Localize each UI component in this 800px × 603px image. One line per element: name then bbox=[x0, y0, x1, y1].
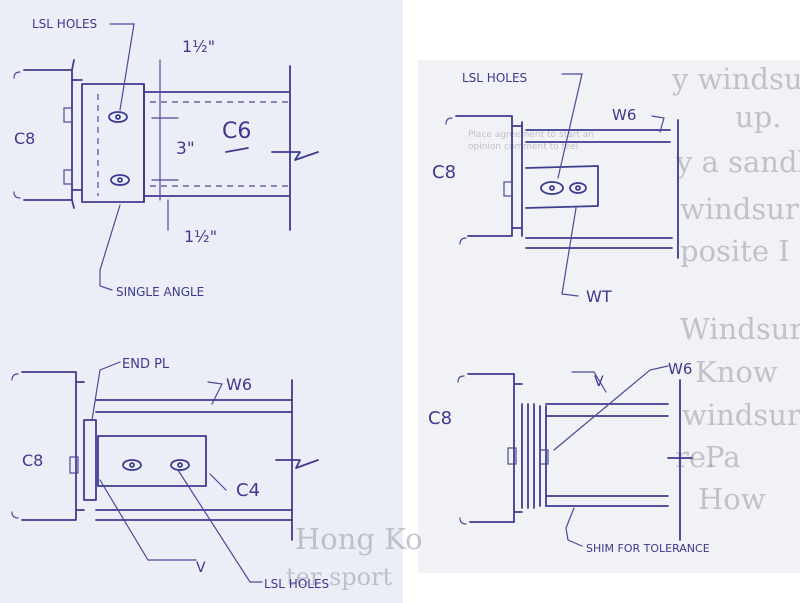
background-text-3: y a sandb bbox=[676, 145, 800, 179]
column-c8-outline-bl bbox=[21, 371, 85, 521]
bolt-head-tr bbox=[503, 181, 513, 197]
background-text-2: up. bbox=[735, 100, 782, 134]
column-c8-flange-tr bbox=[445, 117, 467, 245]
end-plate-br bbox=[539, 405, 547, 507]
dim-line-top bbox=[151, 59, 179, 201]
background-text-7: Know bbox=[695, 355, 778, 389]
background-text-13: ter sport bbox=[286, 563, 393, 591]
end-plate bbox=[83, 419, 97, 501]
label-column-c8-tl: C8 bbox=[14, 129, 35, 148]
beam-w6-br-top bbox=[545, 403, 669, 417]
background-text-10: Pa bbox=[705, 440, 741, 474]
angle-plate bbox=[81, 83, 145, 203]
label-single-angle: SINGLE ANGLE bbox=[116, 285, 204, 299]
background-note-2: opinion comment to feel bbox=[468, 142, 579, 152]
label-dim-spacing: 3" bbox=[176, 139, 195, 159]
label-end-pl: END PL bbox=[122, 357, 170, 372]
column-c8-flange-br bbox=[457, 375, 467, 525]
column-c8-outline bbox=[23, 59, 83, 209]
leader-weld-bl bbox=[99, 479, 197, 561]
leader-end-pl bbox=[91, 361, 121, 421]
background-text-4: windsurfi bbox=[680, 192, 800, 226]
break-mark bbox=[271, 151, 319, 161]
lsl-hole-tr-2 bbox=[569, 182, 587, 194]
sketch-end-plate: END PL W6 C8 C4 LSL HOLES V bbox=[11, 357, 329, 591]
label-wt: WT bbox=[586, 287, 612, 306]
column-c8-flange bbox=[13, 71, 21, 199]
lsl-hole-bl-1 bbox=[122, 459, 142, 471]
leader-weld-br bbox=[571, 371, 607, 393]
leader-lsl-bl bbox=[177, 469, 263, 583]
leader-lsl-tr bbox=[557, 73, 583, 179]
leader-w6-br bbox=[553, 365, 669, 451]
background-text-5: posite I bbox=[680, 234, 790, 268]
label-column-c8-bl: C8 bbox=[22, 451, 43, 470]
column-c8-flange-bl bbox=[11, 373, 19, 519]
lsl-hole-tr bbox=[540, 181, 564, 195]
bolt-head-bottom bbox=[63, 169, 73, 185]
leader-w6-tr bbox=[651, 115, 665, 133]
beam-w6-br-bottom bbox=[545, 495, 669, 507]
beam-w6-tr-top bbox=[525, 129, 671, 143]
label-beam-w6-br: W6 bbox=[668, 360, 692, 378]
bolt-head-bl bbox=[69, 456, 79, 474]
sketch-shim: W6 C8 V SHIM FOR TOLERANCE bbox=[428, 360, 710, 555]
leader-lsl-holes bbox=[109, 23, 135, 111]
leader-shim bbox=[565, 507, 583, 547]
label-dim-bottom: 1½" bbox=[184, 227, 217, 246]
lsl-hole-bl-2 bbox=[170, 459, 190, 471]
label-lsl-holes-bl: LSL HOLES bbox=[264, 577, 329, 591]
label-column-c8-br: C8 bbox=[428, 408, 452, 429]
background-text-9: re. bbox=[675, 440, 716, 474]
right-paper bbox=[418, 60, 800, 573]
bolt-head-br bbox=[507, 447, 517, 465]
label-beam-w6-tr: W6 bbox=[612, 106, 636, 124]
channel-c4 bbox=[97, 435, 207, 487]
label-lsl-holes-tr: LSL HOLES bbox=[462, 71, 527, 85]
lsl-hole-top bbox=[108, 111, 128, 123]
background-text-11: How bbox=[698, 482, 766, 516]
background-text-6: Windsurf bbox=[680, 312, 800, 346]
label-column-c8-tr: C8 bbox=[432, 162, 456, 183]
left-paper bbox=[0, 0, 403, 603]
label-weld-br: V bbox=[594, 374, 604, 390]
bolt-head-top bbox=[63, 107, 73, 123]
label-channel-c4: C4 bbox=[236, 480, 260, 501]
sketch-wt: LSL HOLES W6 C8 WT bbox=[432, 71, 679, 306]
label-weld-bl: V bbox=[196, 560, 206, 576]
leader-c4 bbox=[209, 473, 227, 491]
break-mark-bl bbox=[275, 459, 319, 469]
beam-w6-tr-bottom bbox=[525, 237, 673, 249]
background-text-8: windsur bbox=[682, 398, 800, 432]
wt-stem bbox=[525, 165, 599, 209]
label-beam-w6-bl: W6 bbox=[226, 375, 252, 394]
section-mark-c6 bbox=[225, 147, 249, 153]
leader-wt bbox=[561, 207, 579, 297]
leader-single-angle bbox=[99, 204, 121, 291]
leader-w6-bl bbox=[207, 381, 223, 405]
lsl-hole-bottom bbox=[110, 174, 130, 186]
sketch-single-angle: LSL HOLES 1½" 3" C6 C8 1½" SINGLE ANGLE bbox=[13, 17, 319, 299]
label-dim-top: 1½" bbox=[182, 37, 215, 56]
background-note-1: Place agreement to start an bbox=[468, 130, 594, 140]
shim-plates bbox=[521, 403, 535, 509]
label-beam-c6: C6 bbox=[222, 119, 251, 144]
label-shim-tolerance: SHIM FOR TOLERANCE bbox=[586, 542, 710, 555]
background-text-12: Hong Ko bbox=[295, 522, 423, 556]
background-text-1: y windsu bbox=[672, 62, 800, 96]
column-c8-outline-tr bbox=[455, 115, 523, 237]
bolt-nut-br bbox=[539, 449, 549, 465]
label-lsl-holes-tl: LSL HOLES bbox=[32, 17, 97, 31]
